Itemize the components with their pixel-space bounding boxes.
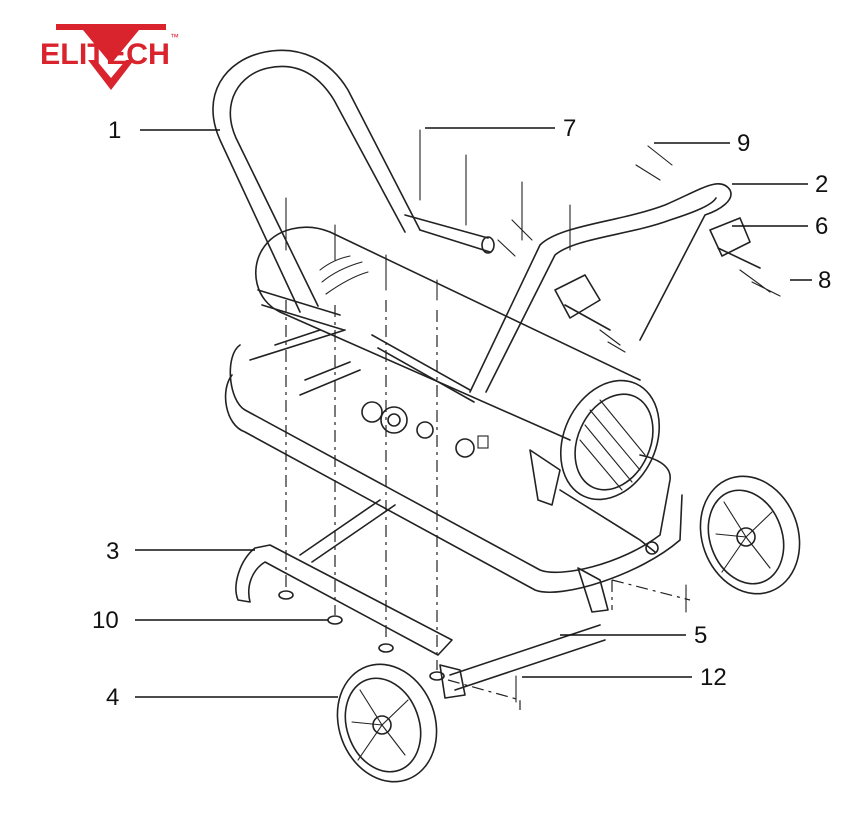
- logo-chevron-lower: [88, 60, 134, 90]
- callout-5: 5: [694, 622, 707, 649]
- leader-lines: [135, 127, 812, 698]
- callout-6: 6: [815, 213, 828, 240]
- main-handle: [212, 49, 495, 331]
- wheel-rear: [699, 475, 801, 595]
- logo-chevron: [56, 24, 166, 64]
- callout-7: 7: [563, 115, 576, 142]
- callout-12: 12: [700, 664, 727, 691]
- wheel-frame: [235, 499, 609, 699]
- heater-body: [255, 226, 661, 501]
- elitech-logo: ELITECH ™: [40, 24, 179, 90]
- axle-pins: [515, 584, 687, 703]
- front-handle: [469, 182, 761, 393]
- foot-caps: [278, 590, 445, 681]
- callout-2: 2: [815, 171, 828, 198]
- callout-9: 9: [737, 130, 750, 157]
- callout-labels: 1 2 3 4 5 6 7 8 9 10 12: [92, 115, 831, 711]
- fasteners: [285, 129, 781, 353]
- callout-4: 4: [106, 684, 119, 711]
- assembly-lines: [285, 300, 691, 710]
- callout-8: 8: [818, 267, 831, 294]
- callout-1: 1: [108, 117, 121, 144]
- fuel-tank: [224, 329, 683, 594]
- logo-trademark: ™: [170, 32, 179, 42]
- callout-10: 10: [92, 607, 119, 634]
- logo-wordmark: ELITECH: [40, 38, 170, 71]
- callout-3: 3: [106, 538, 119, 565]
- wheel-front: [336, 663, 438, 783]
